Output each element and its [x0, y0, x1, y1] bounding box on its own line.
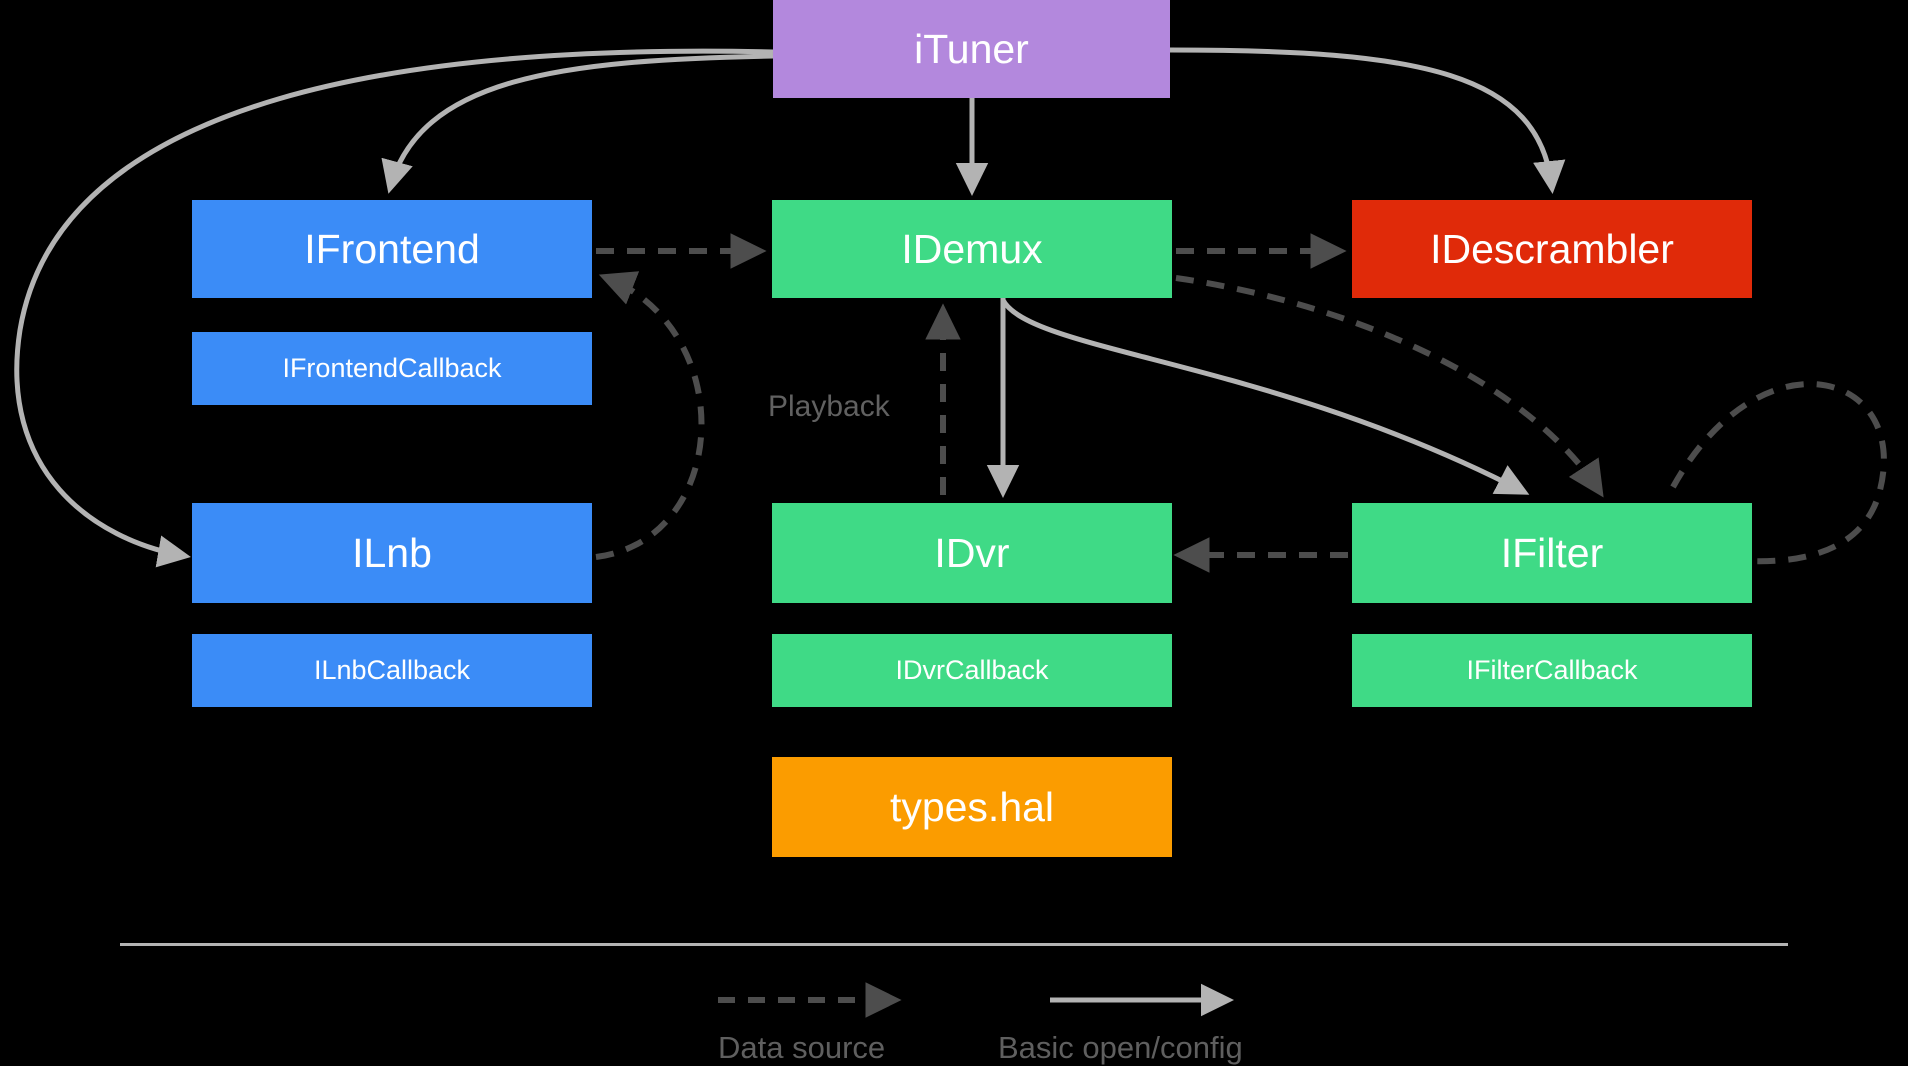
node-typeshal[interactable]: types.hal — [772, 757, 1172, 857]
legend-label-data-source: Data source — [718, 1030, 886, 1065]
node-idvrcallback[interactable]: IDvrCallback — [772, 634, 1172, 707]
node-ifilter-label: IFilter — [1500, 529, 1604, 576]
edge-idemux-ifilter-dashed — [1175, 275, 1604, 498]
solid-edges — [14, 47, 1566, 568]
node-ifrontend-label: IFrontend — [304, 225, 480, 272]
node-ituner[interactable]: iTuner — [773, 0, 1170, 98]
node-ifrontendcallback[interactable]: IFrontendCallback — [192, 332, 592, 405]
edge-label-playback: Playback — [768, 390, 890, 423]
node-ituner-label: iTuner — [914, 25, 1029, 72]
node-idvr-label: IDvr — [934, 529, 1010, 576]
legend-divider — [120, 943, 1788, 946]
node-ilnb-label: ILnb — [352, 529, 432, 576]
node-idvrcallback-label: IDvrCallback — [895, 655, 1049, 685]
node-ifrontend[interactable]: IFrontend — [192, 200, 592, 298]
node-ilnb[interactable]: ILnb — [192, 503, 592, 603]
node-ilnbcallback-label: ILnbCallback — [313, 655, 471, 685]
node-ifiltercallback-label: IFilterCallback — [1466, 655, 1638, 685]
edge-ituner-ilnb — [14, 48, 774, 568]
node-idescrambler[interactable]: IDescrambler — [1352, 200, 1752, 298]
node-idescrambler-label: IDescrambler — [1430, 225, 1674, 272]
node-ifrontendcallback-label: IFrontendCallback — [282, 353, 502, 383]
edge-idemux-ifilter — [1000, 298, 1530, 495]
edge-ilnb-ifrontend — [595, 271, 705, 560]
node-idvr[interactable]: IDvr — [772, 503, 1172, 603]
node-idemux-label: IDemux — [901, 225, 1043, 272]
edge-ituner-ifrontend — [381, 53, 774, 194]
edge-ituner-idescrambler — [1169, 47, 1566, 194]
node-ilnbcallback[interactable]: ILnbCallback — [192, 634, 592, 707]
node-ifilter[interactable]: IFilter — [1352, 503, 1752, 603]
legend-label-basic-open-config: Basic open/config — [998, 1030, 1243, 1065]
node-idemux[interactable]: IDemux — [772, 200, 1172, 298]
node-typeshal-label: types.hal — [889, 783, 1055, 830]
node-ifiltercallback[interactable]: IFilterCallback — [1352, 634, 1752, 707]
